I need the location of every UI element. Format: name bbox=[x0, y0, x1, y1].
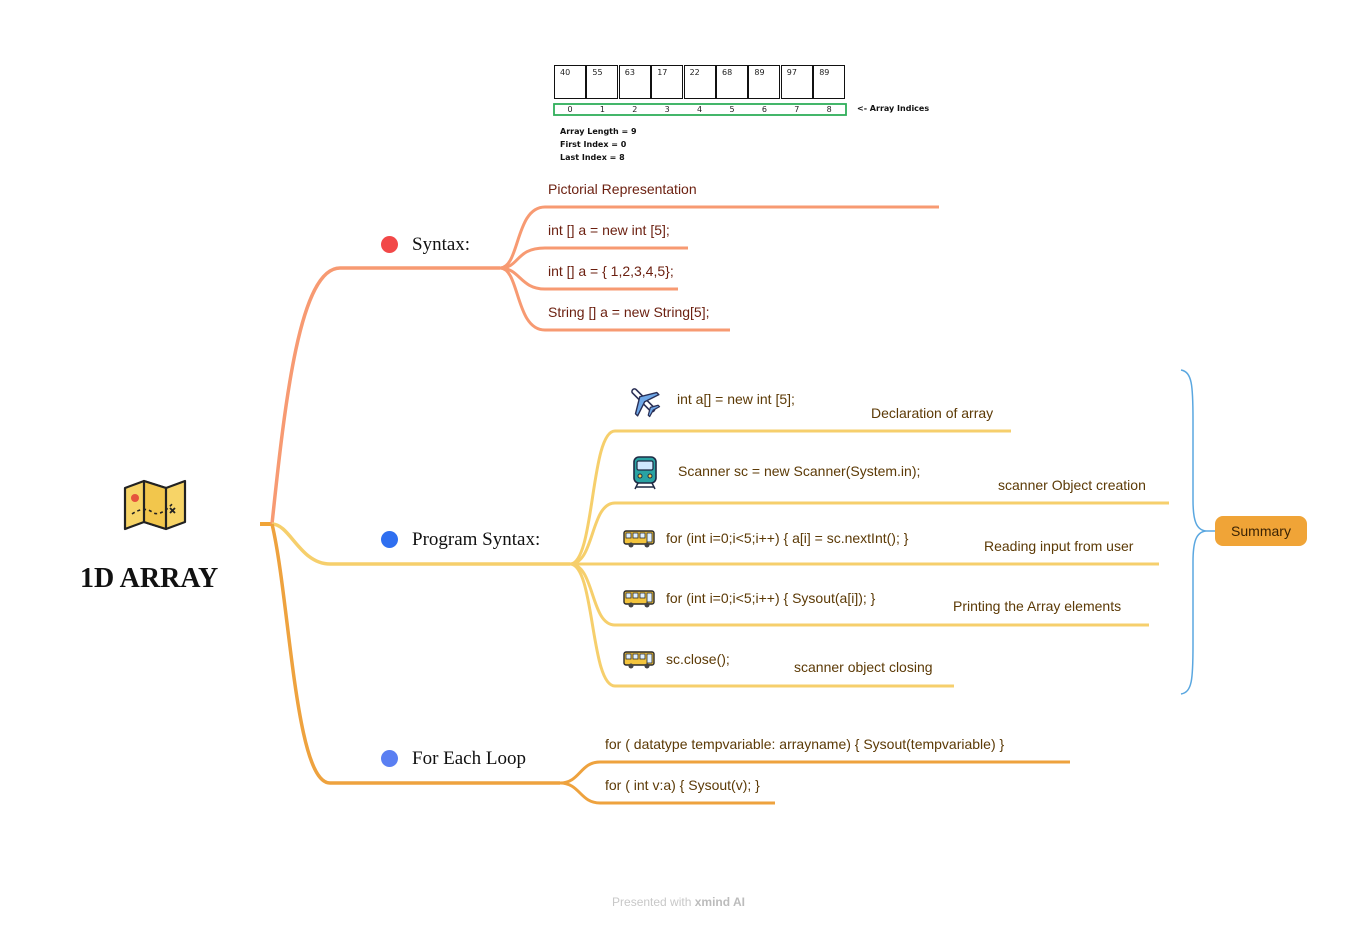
syntax-dot bbox=[381, 236, 398, 253]
footer-prefix: Presented with bbox=[612, 895, 692, 909]
for-each-item-generic[interactable]: for ( datatype tempvariable: arrayname) … bbox=[605, 736, 1005, 752]
map-icon bbox=[122, 478, 188, 532]
syntax-item-pictorial[interactable]: Pictorial Representation bbox=[548, 181, 697, 197]
program-desc-print[interactable]: Printing the Array elements bbox=[953, 598, 1122, 614]
program-code-print[interactable]: for (int i=0;i<5;i++) { Sysout(a[i]); } bbox=[666, 590, 876, 606]
program-desc-scanner[interactable]: scanner Object creation bbox=[998, 477, 1146, 493]
array-index: 2 bbox=[632, 105, 638, 114]
array-index: 4 bbox=[697, 105, 703, 114]
bus-icon bbox=[623, 650, 655, 675]
array-index: 6 bbox=[761, 105, 767, 114]
array-cell: 89 bbox=[748, 65, 781, 99]
footer-brand[interactable]: xmind AI bbox=[694, 895, 745, 909]
array-cell: 40 bbox=[554, 65, 586, 99]
last-index-note: Last Index = 8 bbox=[560, 153, 625, 162]
bus-icon bbox=[623, 589, 655, 614]
array-cell: 89 bbox=[813, 65, 846, 99]
array-cell: 63 bbox=[618, 65, 651, 99]
array-index: 5 bbox=[729, 105, 735, 114]
branch-syntax[interactable]: Syntax: bbox=[412, 234, 471, 255]
syntax-item-int-new[interactable]: int [] a = new int [5]; bbox=[548, 222, 670, 238]
root-title: 1D ARRAY bbox=[80, 563, 219, 594]
array-cell: 17 bbox=[651, 65, 684, 99]
syntax-item-string-new[interactable]: String [] a = new String[5]; bbox=[548, 304, 710, 320]
array-cell: 68 bbox=[716, 65, 748, 99]
branch-program-syntax[interactable]: Program Syntax: bbox=[412, 529, 541, 550]
program-desc-declaration[interactable]: Declaration of array bbox=[871, 405, 994, 421]
footer-credit: Presented with xmind AI bbox=[0, 895, 1357, 909]
program-code-read-input[interactable]: for (int i=0;i<5;i++) { a[i] = sc.nextIn… bbox=[666, 530, 909, 546]
array-cell: 22 bbox=[683, 65, 716, 99]
branch-for-each[interactable]: For Each Loop bbox=[412, 748, 526, 769]
array-length-note: Array Length = 9 bbox=[560, 127, 637, 136]
for-each-dot bbox=[381, 750, 398, 767]
program-desc-read-input[interactable]: Reading input from user bbox=[984, 538, 1134, 554]
array-index: 3 bbox=[664, 105, 670, 114]
for-each-item-example[interactable]: for ( int v:a) { Sysout(v); } bbox=[605, 777, 760, 793]
array-index: 1 bbox=[599, 105, 605, 114]
first-index-note: First Index = 0 bbox=[560, 140, 627, 149]
program-code-scanner[interactable]: Scanner sc = new Scanner(System.in); bbox=[678, 463, 921, 479]
bus-icon bbox=[623, 529, 655, 554]
program-code-declaration[interactable]: int a[] = new int [5]; bbox=[677, 391, 795, 407]
train-icon bbox=[631, 455, 659, 496]
program-desc-close[interactable]: scanner object closing bbox=[794, 659, 933, 675]
array-index: 7 bbox=[794, 105, 800, 114]
array-cell: 55 bbox=[586, 65, 619, 99]
array-index: 0 bbox=[567, 105, 573, 114]
summary-node[interactable]: Summary bbox=[1215, 516, 1307, 546]
airplane-icon bbox=[626, 383, 662, 424]
syntax-item-int-literal[interactable]: int [] a = { 1,2,3,4,5}; bbox=[548, 263, 674, 279]
array-indices-label: <- Array Indices bbox=[857, 104, 930, 113]
array-cell: 97 bbox=[780, 65, 813, 99]
program-syntax-dot bbox=[381, 531, 398, 548]
program-code-close[interactable]: sc.close(); bbox=[666, 651, 730, 667]
array-index: 8 bbox=[826, 105, 832, 114]
